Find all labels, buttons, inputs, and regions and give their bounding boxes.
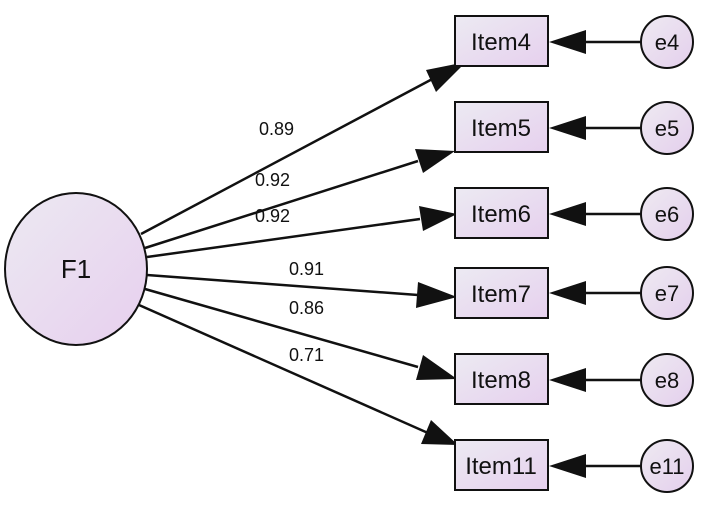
item-label-item8: Item8 [471, 367, 531, 394]
path-line-item6 [146, 217, 421, 259]
item-label-item4: Item4 [471, 29, 531, 56]
error-arrowhead-e6 [549, 202, 586, 226]
error-label-e6: e6 [655, 202, 679, 227]
error-label-e8: e8 [655, 368, 679, 393]
item-box-item5: Item5 [454, 101, 549, 153]
loading-labels: 0.89 0.92 0.92 0.91 0.86 0.71 [255, 119, 324, 365]
loading-label-item5: 0.92 [255, 170, 290, 190]
error-term-e7: e7 [640, 266, 694, 320]
error-label-e11: e11 [649, 454, 684, 479]
item-boxes: Item4 Item5 Item6 Item7 Item8 Item11 [454, 15, 549, 491]
item-box-item6: Item6 [454, 187, 549, 239]
item-box-item8: Item8 [454, 353, 549, 405]
error-arrowhead-e5 [549, 116, 586, 140]
latent-ellipse [4, 192, 148, 346]
latent-factor: F1 [4, 192, 148, 346]
arrowhead-item5 [415, 149, 455, 173]
item-box-item11: Item11 [454, 439, 549, 491]
path-line-item4 [140, 74, 439, 236]
loading-label-item8: 0.86 [289, 298, 324, 318]
error-arrowhead-e11 [549, 454, 586, 478]
item-box-item7: Item7 [454, 267, 549, 319]
error-term-e8: e8 [640, 353, 694, 407]
path-line-item11 [138, 303, 429, 435]
loading-label-item11: 0.71 [289, 345, 324, 365]
error-term-e4: e4 [640, 15, 694, 69]
latent-label: F1 [61, 254, 91, 284]
loading-label-item4: 0.89 [259, 119, 294, 139]
item-label-item7: Item7 [471, 281, 531, 308]
error-term-e6: e6 [640, 187, 694, 241]
item-box-item4: Item4 [454, 15, 549, 67]
error-arrowhead-e7 [549, 281, 586, 305]
item-label-item5: Item5 [471, 115, 531, 142]
loading-label-item6: 0.92 [255, 206, 290, 226]
item-label-item6: Item6 [471, 201, 531, 228]
error-term-e11: e11 [640, 439, 694, 493]
path-line-item5 [144, 159, 419, 250]
arrowhead-item7 [416, 282, 457, 308]
arrowhead-item4 [426, 62, 466, 92]
error-arrowhead-e4 [549, 30, 586, 54]
error-label-e4: e4 [655, 30, 679, 55]
error-arrowhead-e8 [549, 368, 586, 392]
error-term-e5: e5 [640, 101, 694, 155]
loading-arrowheads [415, 62, 466, 445]
item-label-item11: Item11 [465, 453, 537, 480]
error-arrows [549, 30, 642, 478]
arrowhead-item11 [421, 420, 458, 445]
error-label-e7: e7 [655, 281, 679, 306]
path-line-item7 [146, 273, 419, 297]
loading-label-item7: 0.91 [289, 259, 324, 279]
error-terms: e4 e5 e6 e7 e8 e11 [640, 15, 694, 493]
path-line-item8 [144, 287, 419, 369]
error-label-e5: e5 [655, 116, 679, 141]
arrowhead-item6 [419, 206, 457, 231]
loading-paths [138, 74, 439, 435]
arrowhead-item8 [416, 355, 457, 380]
